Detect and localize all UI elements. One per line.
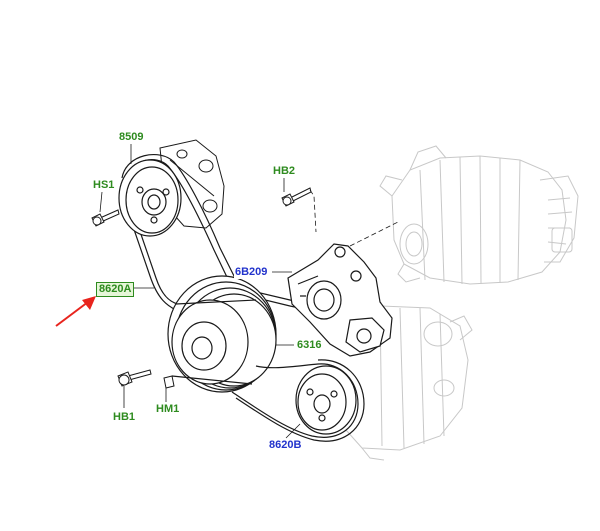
ac-belt-8620b xyxy=(231,359,365,442)
dowel-hm1 xyxy=(163,375,175,389)
leader-lines xyxy=(99,144,301,439)
bolt-hb2 xyxy=(281,187,312,207)
alternator-drawing xyxy=(379,145,579,285)
ac-compressor-drawing xyxy=(339,305,473,461)
bolt-hs1 xyxy=(91,209,120,227)
alignment-lines xyxy=(309,189,399,247)
crankshaft-pulley xyxy=(167,275,277,393)
callout-6316: 6316 xyxy=(296,339,323,352)
ac-compressor-pulley xyxy=(295,365,357,435)
bolt-hb1 xyxy=(117,369,152,387)
callout-hb1: HB1 xyxy=(112,411,137,424)
callout-8620a: 8620A xyxy=(96,282,135,297)
callout-hs1: HS1 xyxy=(92,179,116,192)
callout-6b209: 6B209 xyxy=(234,266,269,279)
callout-hb2: HB2 xyxy=(272,165,297,178)
callout-8509: 8509 xyxy=(118,131,145,144)
callout-hm1: HM1 xyxy=(155,403,181,416)
water-pump-pulley xyxy=(118,159,182,237)
red-arrow-icon xyxy=(55,296,96,327)
belt-tensioner xyxy=(287,243,393,357)
callout-8620b: 8620B xyxy=(268,439,303,452)
